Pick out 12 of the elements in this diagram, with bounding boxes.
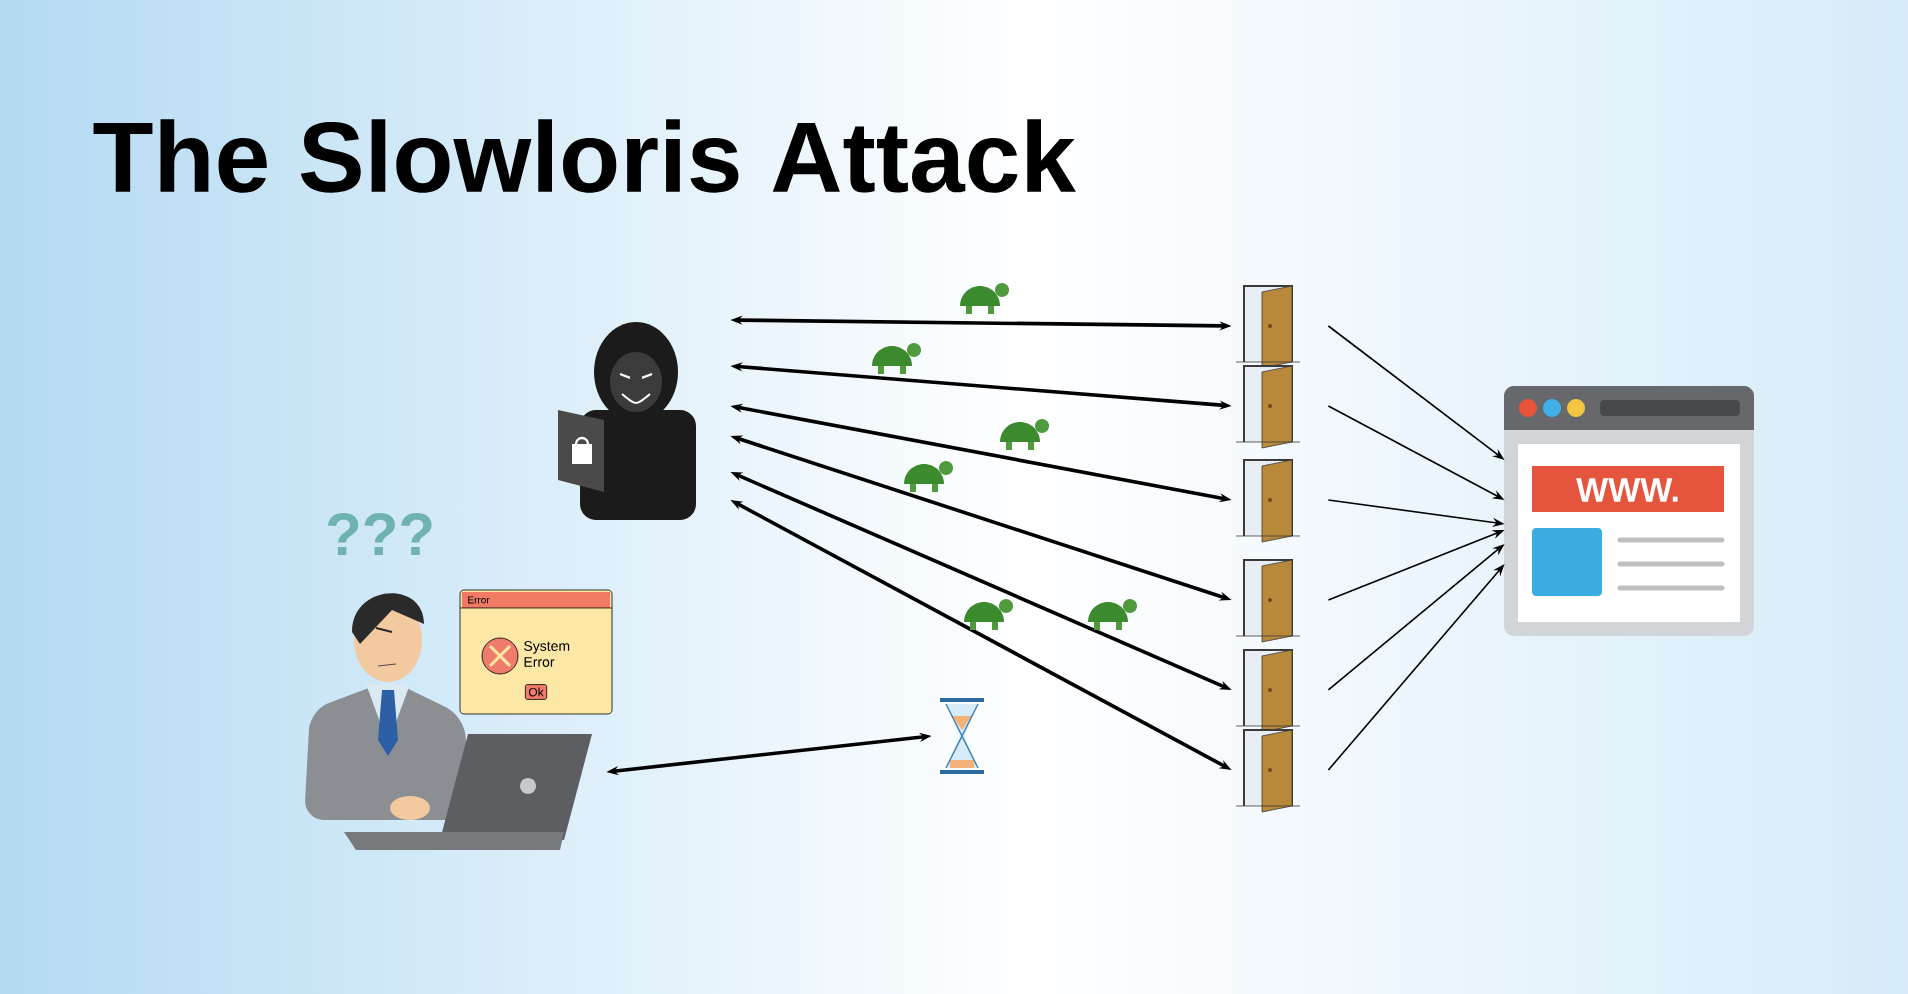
question-marks: ???: [327, 513, 432, 555]
browser-window: WWW.: [1504, 386, 1754, 636]
door-icon: [1235, 365, 1301, 449]
hacker-drawing: [558, 322, 696, 520]
title: The Slowloris Attack: [93, 119, 1076, 193]
hourglass-icon: [938, 698, 986, 774]
door-icon: [1235, 729, 1301, 813]
door-icon: [1235, 459, 1301, 543]
door-icon: [1235, 285, 1301, 369]
door-icon: [1235, 649, 1301, 733]
door-icon: [1235, 559, 1301, 643]
error-dialog: [459, 589, 613, 715]
